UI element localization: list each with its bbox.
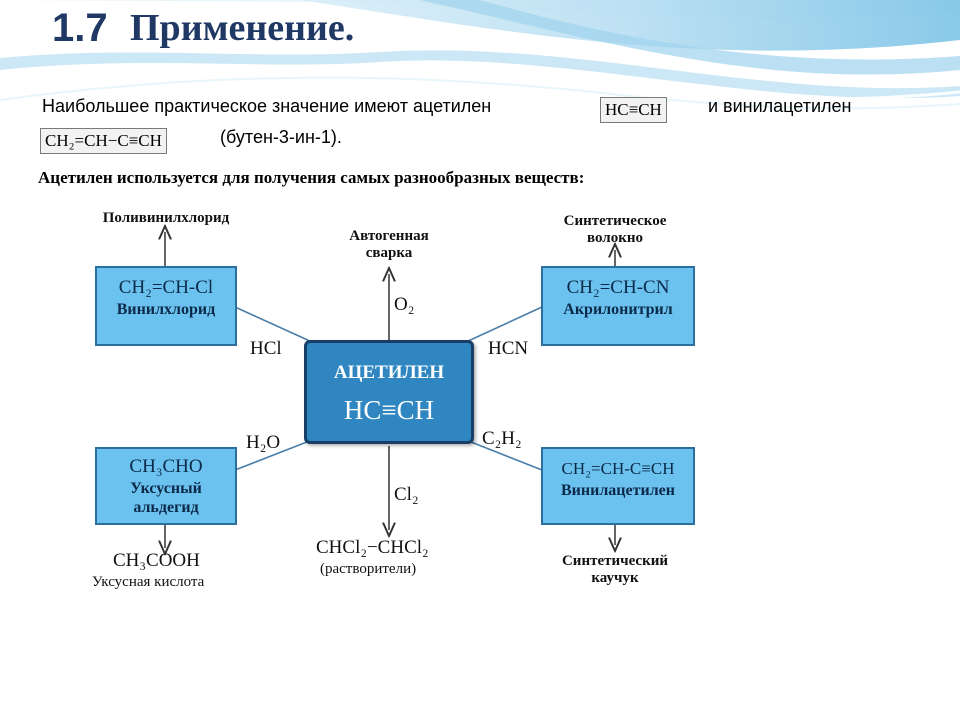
acrylonitrile-name: Акрилонитрил — [563, 301, 673, 318]
page-title: Применение. — [130, 7, 355, 49]
vinylacetylene-box-formula: CH₂=CH-C≡CH — [561, 459, 675, 478]
slide-number: 1.7 — [52, 6, 108, 50]
welding-label-line1: Автогенная — [349, 228, 429, 244]
welding-label: Автогенная сварка — [325, 228, 453, 262]
line-center-acetaldehyde — [234, 439, 313, 471]
rubber-label-line1: Синтетический — [561, 553, 669, 569]
acetylene-center-formula: HC≡CH — [343, 395, 435, 425]
intro-line-1: Наибольшее практическое значение имеют а… — [42, 96, 492, 116]
vinylchloride-name: Винилхлорид — [116, 301, 216, 318]
line-center-vinylchloride — [234, 306, 313, 343]
acetic-acid-formula: CH₃COOH — [113, 550, 200, 571]
vinylacetylene-formula-box: CH₂=CH−C≡CH — [40, 128, 167, 154]
acetaldehyde-name-line2: альдегид — [133, 499, 199, 516]
acrylonitrile-formula: CH₂=CH-CN — [566, 277, 670, 298]
vinylacetylene-box-name: Винилацетилен — [561, 482, 675, 499]
acetylene-center-box: АЦЕТИЛЕН HC≡CH — [304, 340, 474, 444]
vinylchloride-formula: CH₂=CH-Cl — [118, 277, 214, 298]
rubber-label-line2: каучук — [591, 570, 639, 586]
intro-line-1-tail: и винилацетилен — [708, 96, 852, 116]
welding-label-line2: сварка — [365, 245, 413, 261]
line-center-acrylonitrile — [465, 306, 543, 343]
pvc-label: Поливинилхлорид — [102, 210, 230, 226]
vinylacetylene-box: CH₂=CH-C≡CH Винилацетилен — [541, 447, 695, 525]
acetic-acid-name: Уксусная кислота — [92, 574, 205, 590]
vinylacetylene-name: (бутен-3-ин-1). — [220, 127, 342, 147]
acetylene-formula-box: HC≡CH — [600, 97, 667, 123]
reagent-hcl: HCl — [250, 338, 282, 359]
reagent-o2: O₂ — [394, 294, 415, 315]
acetylene-center-name: АЦЕТИЛЕН — [333, 362, 445, 383]
acetaldehyde-name-line1: Уксусный — [130, 480, 202, 497]
solvents-name: (растворители) — [320, 561, 417, 577]
fiber-label-line2: волокно — [586, 230, 643, 246]
reagent-c2h2: C₂H₂ — [482, 428, 522, 449]
reagent-h2o: H₂O — [246, 432, 281, 453]
line-center-vinylacetylene — [465, 439, 543, 471]
background-waves — [0, 0, 960, 110]
vinylchloride-box: CH₂=CH-Cl Винилхлорид — [95, 266, 237, 346]
tetrachloroethane-formula: CHCl₂−CHCl₂ — [316, 537, 429, 558]
rubber-label: Синтетический каучук — [540, 553, 690, 587]
acrylonitrile-box: CH₂=CH-CN Акрилонитрил — [541, 266, 695, 346]
reagent-hcn: HCN — [488, 338, 529, 359]
reagent-cl2: Cl₂ — [394, 484, 419, 505]
diagram-subtitle: Ацетилен используется для получения самы… — [38, 168, 585, 187]
acetaldehyde-box: CH₃CHO Уксусный альдегид — [95, 447, 237, 525]
acetaldehyde-formula: CH₃CHO — [129, 456, 203, 477]
fiber-label: Синтетическое волокно — [540, 213, 690, 247]
fiber-label-line1: Синтетическое — [563, 213, 667, 229]
